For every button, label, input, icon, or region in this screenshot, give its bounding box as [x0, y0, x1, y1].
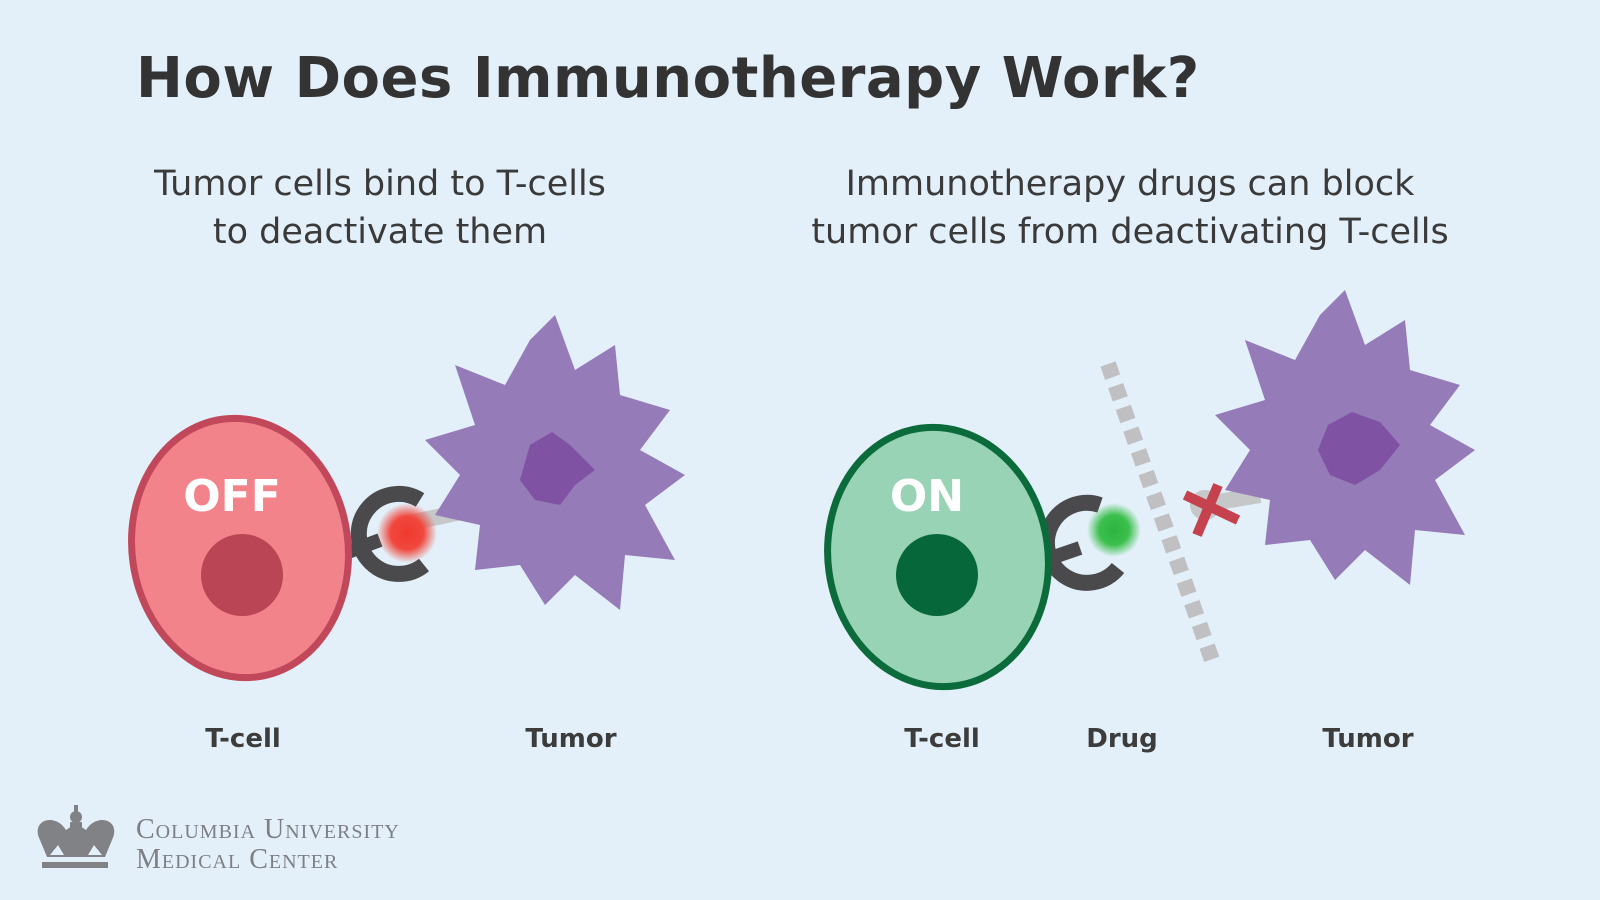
drug-barrier — [1100, 361, 1220, 663]
right-tcell-label: T-cell — [904, 724, 980, 754]
left-caption-line1: Tumor cells bind to T-cells — [154, 164, 606, 204]
green-signal-icon — [1087, 503, 1141, 557]
on-label: ON — [890, 471, 964, 522]
right-caption: Immunotherapy drugs can block tumor cell… — [780, 160, 1480, 256]
red-signal-icon — [377, 503, 437, 563]
left-tumor — [398, 315, 685, 610]
off-label: OFF — [183, 471, 281, 522]
right-tumor — [1190, 290, 1475, 585]
left-caption: Tumor cells bind to T-cells to deactivat… — [120, 160, 640, 256]
blocked-x-icon — [1182, 483, 1241, 537]
right-caption-line1: Immunotherapy drugs can block — [845, 164, 1415, 204]
left-tcell-label: T-cell — [205, 724, 281, 754]
crown-logo-icon — [37, 805, 115, 868]
tcell-off-nucleus — [201, 534, 283, 616]
left-tumor-label: Tumor — [525, 724, 617, 754]
logo-line1: Columbia University — [136, 814, 400, 845]
tcell-on-nucleus — [896, 534, 978, 616]
right-caption-line2: tumor cells from deactivating T-cells — [811, 212, 1449, 252]
tcell-on: ON — [824, 423, 1052, 691]
institution-logo-text: Columbia University Medical Center — [136, 815, 400, 875]
left-tumor-nucleus — [520, 432, 595, 505]
page-title: How Does Immunotherapy Work? — [136, 46, 1200, 111]
logo-line2: Medical Center — [136, 844, 339, 875]
right-tumor-nucleus — [1318, 412, 1400, 485]
left-caption-line2: to deactivate them — [212, 212, 548, 252]
right-tumor-label: Tumor — [1322, 724, 1414, 754]
tcell-off: OFF — [128, 414, 352, 682]
drug-label: Drug — [1086, 724, 1158, 754]
